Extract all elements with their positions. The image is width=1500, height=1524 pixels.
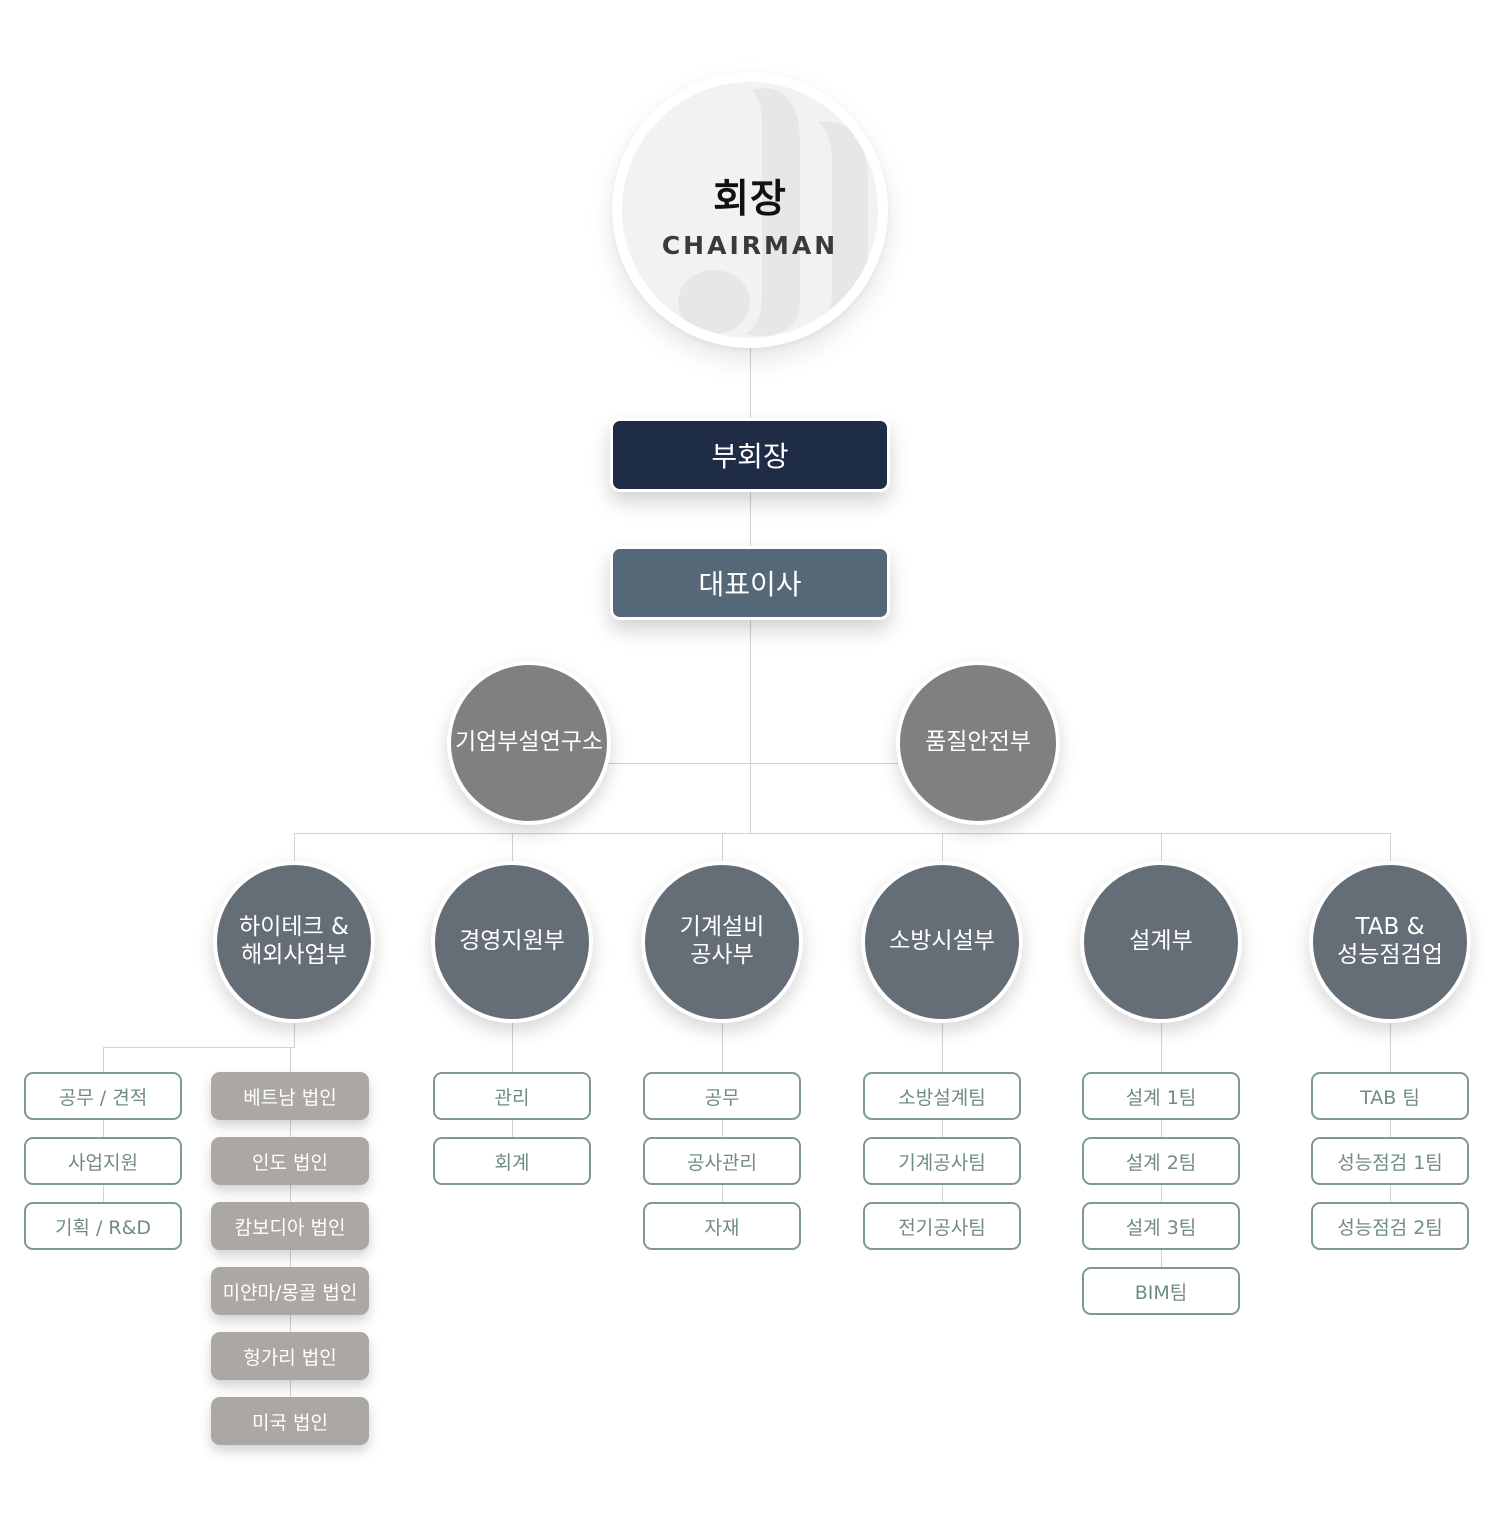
vice-chairman-node: 부회장 [610, 418, 890, 492]
team-box: 설계 1팀 [1082, 1072, 1240, 1120]
team-box: 공무 [643, 1072, 801, 1120]
department-node: 기계설비 공사부 [641, 861, 803, 1023]
department-label: 소방시설부 [889, 928, 995, 955]
staff-label: 기업부설연구소 [454, 729, 604, 756]
team-box: 전기공사팀 [863, 1202, 1021, 1250]
department-drop-line [294, 833, 295, 865]
department-label: TAB & 성능점검업 [1337, 914, 1443, 968]
team-column-line [942, 1021, 943, 1226]
team-column-line [1390, 1021, 1391, 1226]
chairman-subtitle: CHAIRMAN [661, 231, 839, 260]
department-split-line [103, 1047, 295, 1048]
team-box: 자재 [643, 1202, 801, 1250]
department-node: 하이테크 & 해외사업부 [213, 861, 375, 1023]
subsidiary-box: 미얀마/몽골 법인 [211, 1267, 369, 1315]
team-box: 기획 / R&D [24, 1202, 182, 1250]
subsidiary-box: 캄보디아 법인 [211, 1202, 369, 1250]
subsidiary-box: 베트남 법인 [211, 1072, 369, 1120]
department-drop-line [942, 833, 943, 865]
vice-chairman-label: 부회장 [711, 440, 789, 473]
chairman-title: 회장 [713, 177, 787, 222]
staff-label: 품질안전부 [925, 729, 1031, 756]
team-box: 설계 2팀 [1082, 1137, 1240, 1185]
team-box: 성능점검 1팀 [1311, 1137, 1469, 1185]
ceo-label: 대표이사 [698, 568, 802, 601]
chairman-node: 회장 CHAIRMAN [612, 72, 888, 348]
department-node: TAB & 성능점검업 [1309, 861, 1471, 1023]
department-label: 기계설비 공사부 [679, 914, 765, 968]
subsidiary-box: 인도 법인 [211, 1137, 369, 1185]
company-logo-watermark-icon [678, 88, 868, 338]
staff-node-quality-safety: 품질안전부 [896, 661, 1060, 825]
department-drop-line [722, 833, 723, 865]
department-split-drop-line [294, 1021, 295, 1047]
ceo-node: 대표이사 [610, 546, 890, 620]
team-box: TAB 팀 [1311, 1072, 1469, 1120]
subsidiary-box: 미국 법인 [211, 1397, 369, 1445]
team-box: 기계공사팀 [863, 1137, 1021, 1185]
department-node: 경영지원부 [431, 861, 593, 1023]
department-drop-line [1161, 833, 1162, 865]
department-node: 설계부 [1080, 861, 1242, 1023]
team-box: 공무 / 견적 [24, 1072, 182, 1120]
department-bar-line [294, 833, 1391, 834]
staff-node-research-institute: 기업부설연구소 [447, 661, 611, 825]
team-box: 회계 [433, 1137, 591, 1185]
department-node: 소방시설부 [861, 861, 1023, 1023]
department-label: 경영지원부 [459, 928, 565, 955]
chairman-node-inner [622, 82, 878, 338]
staff-connector-line [608, 763, 898, 764]
team-column-line [722, 1021, 723, 1226]
subsidiary-box: 헝가리 법인 [211, 1332, 369, 1380]
team-box: 소방설계팀 [863, 1072, 1021, 1120]
team-box: 관리 [433, 1072, 591, 1120]
team-box: 성능점검 2팀 [1311, 1202, 1469, 1250]
team-box: 공사관리 [643, 1137, 801, 1185]
department-label: 설계부 [1129, 928, 1193, 955]
team-box: BIM팀 [1082, 1267, 1240, 1315]
department-drop-line [512, 833, 513, 865]
department-drop-line [1390, 833, 1391, 865]
team-box: 사업지원 [24, 1137, 182, 1185]
team-box: 설계 3팀 [1082, 1202, 1240, 1250]
department-label: 하이테크 & 해외사업부 [239, 914, 349, 968]
team-column-line [103, 1047, 104, 1226]
